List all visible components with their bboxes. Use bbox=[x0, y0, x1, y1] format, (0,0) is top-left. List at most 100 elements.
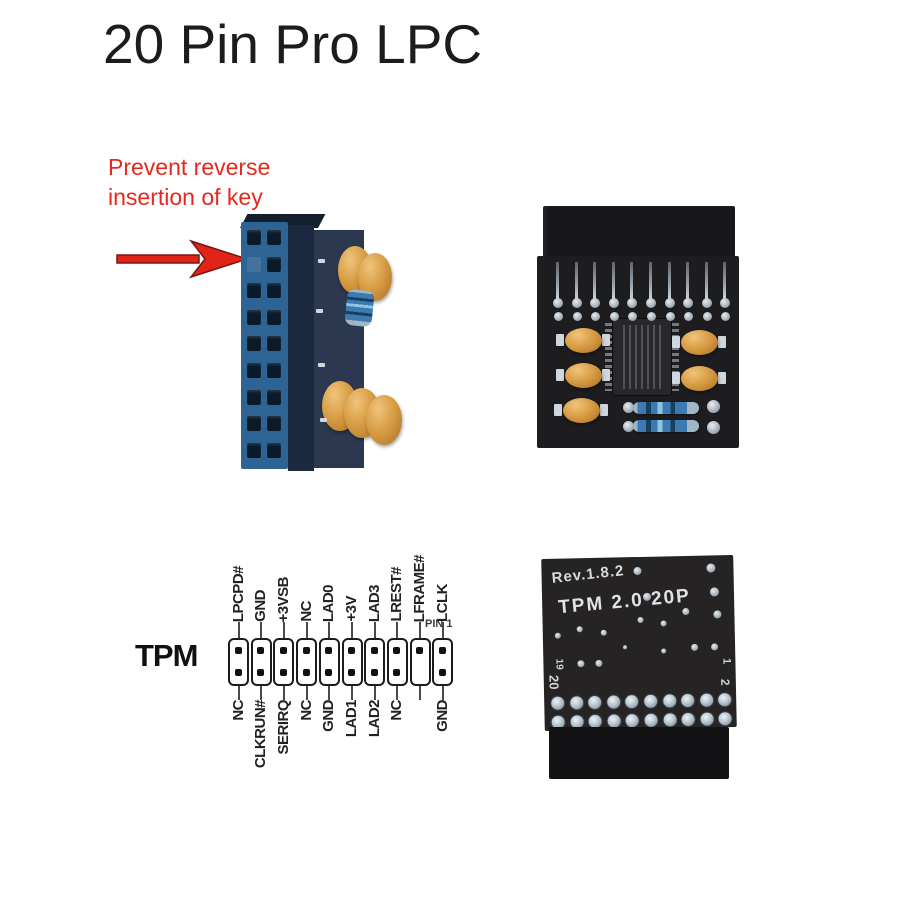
page-title: 20 Pin Pro LPC bbox=[103, 13, 483, 75]
pin-tick bbox=[441, 622, 444, 638]
solder-pad bbox=[702, 312, 712, 321]
pin-tick bbox=[282, 686, 285, 700]
pin-tick bbox=[351, 686, 353, 700]
pinout-column bbox=[318, 638, 340, 686]
pin-tick bbox=[237, 622, 240, 638]
pin-label-bottom: SERIRQ bbox=[274, 700, 292, 755]
header-pin bbox=[611, 262, 615, 299]
pin-top bbox=[325, 647, 333, 654]
red-arrow-icon bbox=[116, 239, 250, 279]
socket-hole bbox=[247, 309, 261, 325]
socket-hole bbox=[247, 363, 261, 378]
pinout-column bbox=[296, 638, 318, 686]
silkscreen-pad bbox=[672, 336, 680, 348]
socket-hole bbox=[247, 336, 261, 352]
silkscreen-pad bbox=[602, 369, 610, 381]
resistor bbox=[344, 288, 375, 328]
pin-tick bbox=[419, 622, 422, 638]
solder-pad bbox=[720, 298, 731, 308]
solder-dot bbox=[633, 566, 642, 576]
pin-top bbox=[279, 647, 287, 654]
header-pin bbox=[556, 262, 559, 299]
header-pin bbox=[704, 262, 708, 299]
tpm-chip bbox=[605, 319, 679, 395]
capacitor bbox=[563, 398, 600, 423]
pin-marker-2: 2 bbox=[718, 678, 733, 686]
solder-dot bbox=[682, 607, 690, 616]
pin-label-top: LAD3 bbox=[365, 584, 383, 622]
photo-blue-connector-module bbox=[225, 213, 475, 475]
solder-joint bbox=[663, 713, 677, 727]
socket-hole bbox=[267, 336, 281, 352]
silkscreen-pad bbox=[556, 369, 564, 381]
chip-pins-left bbox=[605, 323, 612, 391]
solder-joint bbox=[625, 714, 640, 728]
pin-top bbox=[370, 647, 378, 654]
pin-tick bbox=[373, 622, 376, 638]
solder-pad bbox=[572, 312, 582, 321]
solder-joint bbox=[681, 712, 695, 727]
module-back-connector bbox=[549, 727, 729, 779]
socket-hole bbox=[267, 363, 281, 378]
pinout-connector-label: TPM bbox=[135, 638, 198, 673]
solder-pad bbox=[627, 298, 638, 308]
silkscreen-pad bbox=[554, 404, 562, 416]
pin-label-bottom: NC bbox=[229, 700, 247, 721]
silkscreen-mark bbox=[318, 259, 325, 263]
header-pin bbox=[723, 262, 727, 299]
pin-tick bbox=[237, 686, 240, 700]
pin-bottom bbox=[325, 669, 333, 676]
socket-hole bbox=[267, 230, 281, 245]
solder-joint bbox=[718, 712, 733, 726]
module-back-pcb: Rev.1.8.2 TPM 2.0 20P 19 20 1 2 bbox=[541, 555, 737, 731]
pin-bottom bbox=[234, 669, 242, 676]
silkscreen-pad bbox=[602, 334, 610, 346]
silkscreen-mark bbox=[320, 418, 327, 422]
pin-tick bbox=[441, 686, 444, 700]
solder-dot bbox=[660, 620, 667, 627]
chip-marking bbox=[623, 325, 661, 389]
pin-label-bottom: NC bbox=[297, 700, 315, 721]
solder-joint bbox=[607, 714, 621, 728]
pin1-marker: PIN 1 bbox=[425, 618, 453, 630]
socket-hole bbox=[267, 309, 281, 325]
pin-top bbox=[257, 647, 265, 654]
pinout-column bbox=[386, 638, 408, 686]
solder-joint bbox=[718, 693, 732, 707]
solder-joint bbox=[551, 696, 565, 710]
header-pin bbox=[574, 262, 578, 299]
pin-tick bbox=[396, 622, 399, 638]
solder-pad bbox=[590, 298, 601, 308]
socket-hole bbox=[267, 389, 281, 405]
solder-pad bbox=[707, 400, 720, 413]
pin-label-bottom: GND bbox=[433, 700, 451, 732]
pin-top bbox=[234, 647, 242, 654]
socket-hole bbox=[247, 389, 261, 405]
pin-tick bbox=[351, 622, 353, 638]
pin-label-top: LREST# bbox=[388, 567, 406, 622]
header-pin bbox=[649, 262, 652, 299]
pin-label-top: +3VSB bbox=[274, 576, 292, 622]
pin-bottom bbox=[393, 669, 401, 676]
solder-dot bbox=[576, 626, 583, 633]
silkscreen-pad bbox=[672, 372, 680, 384]
pinout-column bbox=[341, 638, 363, 686]
pin-bottom bbox=[257, 669, 265, 676]
solder-joint bbox=[644, 713, 658, 727]
revision-text: Rev.1.8.2 bbox=[550, 562, 626, 587]
pin-top bbox=[393, 647, 401, 654]
solder-pad bbox=[707, 421, 720, 434]
header-pin bbox=[667, 262, 671, 299]
silkscreen-pad bbox=[600, 404, 608, 416]
socket-hole bbox=[247, 416, 261, 432]
pin-bottom bbox=[302, 669, 310, 676]
pin-label-top: +3V bbox=[343, 596, 360, 622]
pin-bottom bbox=[279, 669, 287, 676]
pin-tick bbox=[419, 686, 422, 700]
photo-tpm-module-front bbox=[535, 206, 740, 449]
solder-pad bbox=[608, 298, 619, 308]
note-line-2: insertion of key bbox=[108, 184, 263, 210]
pin-tick bbox=[305, 686, 308, 700]
solder-pad bbox=[554, 312, 563, 321]
solder-joint bbox=[606, 695, 621, 709]
